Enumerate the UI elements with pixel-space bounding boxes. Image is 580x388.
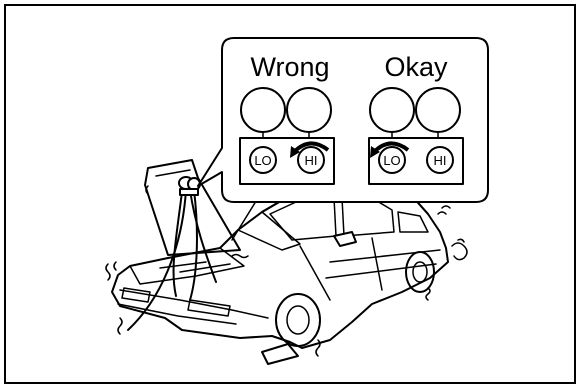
- wrong-hi-valve-label: HI: [305, 153, 318, 168]
- okay-lo-valve-label: LO: [383, 153, 400, 168]
- gauge-icon: [370, 88, 414, 132]
- gauge-icon: [416, 88, 460, 132]
- wrong-lo-valve-label: LO: [254, 153, 271, 168]
- gauge-icon: [287, 88, 331, 132]
- okay-label: Okay: [384, 52, 448, 82]
- gauge-callout: Wrong Okay LO HI LO HI: [198, 38, 488, 202]
- gauge-icon: [241, 88, 285, 132]
- wrong-label: Wrong: [250, 52, 329, 82]
- okay-hi-valve-label: HI: [434, 153, 447, 168]
